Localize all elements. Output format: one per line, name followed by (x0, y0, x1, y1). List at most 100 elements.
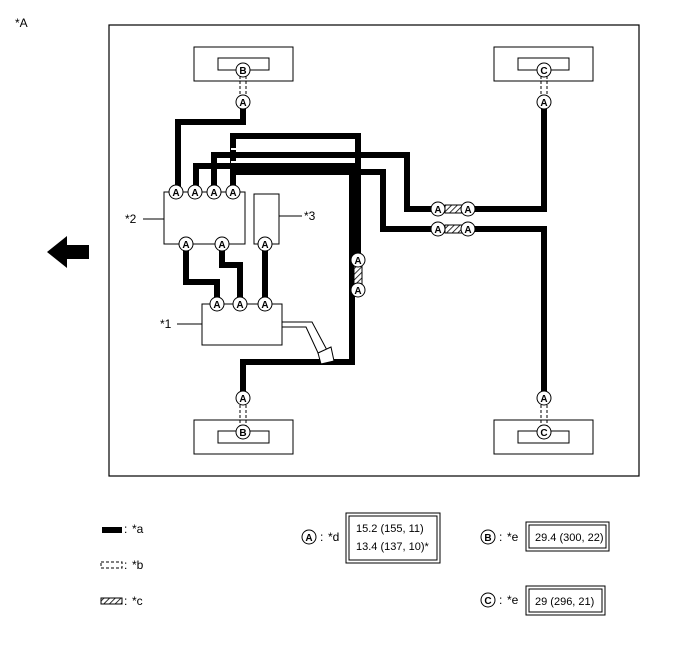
connector-a: A (232, 296, 248, 312)
svg-text:C: C (540, 428, 547, 439)
diagram-frame (108, 24, 640, 477)
connector-c: C (536, 62, 552, 78)
connector-a: A (536, 94, 552, 110)
svg-text:A: A (191, 188, 198, 199)
svg-text:*a: *a (132, 522, 144, 536)
spec-c-key: *e (507, 593, 519, 607)
connector-a: A (168, 184, 184, 200)
proportioning-valve (253, 193, 280, 245)
spec-b: B : *e 29.4 (300, 22) (480, 521, 610, 552)
line-master-port-1 (183, 244, 220, 304)
svg-text:B: B (484, 533, 491, 544)
svg-text:A: A (464, 225, 471, 236)
flexible-hose-front-left (239, 76, 247, 96)
svg-text:A: A (434, 225, 441, 236)
connector-a: A (257, 296, 273, 312)
svg-text:A: A (354, 286, 361, 297)
svg-text:A: A (182, 240, 189, 251)
legend-item-line-b: : *b (100, 558, 144, 572)
connector-a: A (235, 94, 251, 110)
svg-text::: : (124, 594, 127, 608)
left-arrow-icon (47, 236, 89, 268)
flexible-hose-rear-left (239, 405, 247, 428)
legend: : *a : *b : *c (100, 522, 144, 608)
legend-item-line-a: : *a (102, 522, 144, 536)
hatched-pipe-upper (444, 204, 464, 214)
spec-b-value: 29.4 (300, 22) (535, 532, 604, 544)
connector-a: A (206, 184, 222, 200)
svg-text::: : (124, 522, 127, 536)
callout-part-2: *2 (125, 212, 137, 226)
callout-part-3: *3 (304, 209, 316, 223)
svg-text:A: A (172, 188, 179, 199)
connector-a: A (187, 184, 203, 200)
svg-text:A: A (229, 188, 236, 199)
brake-actuator-block (163, 191, 246, 245)
connector-a: A (430, 201, 446, 217)
spec-b-key: *e (507, 530, 519, 544)
svg-text:A: A (261, 300, 268, 311)
svg-text:A: A (305, 533, 312, 544)
legend-item-line-c: : *c (100, 594, 143, 608)
figure-label: *A (15, 16, 28, 30)
line-rear-right-from-union (468, 226, 547, 398)
callout-part-1: *1 (160, 317, 172, 331)
hatched-pipe-vertical (353, 265, 363, 285)
svg-text:A: A (261, 240, 268, 251)
svg-text:A: A (210, 188, 217, 199)
connectors-a: A A A A A A A A A A A A A A A A A A A A (168, 94, 552, 406)
spec-a: A : *d 15.2 (155, 11) 13.4 (137, 10)* (301, 512, 441, 564)
svg-text:A: A (434, 205, 441, 216)
svg-text:A: A (354, 256, 361, 267)
svg-text:C: C (540, 66, 547, 77)
svg-text:*c: *c (132, 594, 143, 608)
flexible-hose-front-right (540, 76, 548, 96)
connector-a: A (235, 390, 251, 406)
spec-a-line-2: 13.4 (137, 10)* (356, 541, 429, 553)
svg-text:A: A (540, 394, 547, 405)
connector-a: A (257, 236, 273, 252)
svg-text:C: C (484, 596, 491, 607)
svg-text:A: A (464, 205, 471, 216)
svg-text:A: A (239, 394, 246, 405)
svg-text:A: A (540, 98, 547, 109)
svg-text:A: A (213, 300, 220, 311)
line-rear-right-to-union (211, 152, 438, 212)
svg-text:B: B (239, 428, 246, 439)
line-rear-left-to-union (230, 133, 361, 260)
connector-c: C (536, 424, 552, 440)
connector-a: A (225, 184, 241, 200)
connector-a: A (350, 252, 366, 268)
svg-text::: : (499, 530, 502, 544)
spec-a-line-1: 15.2 (155, 11) (356, 523, 424, 535)
spec-a-key: *d (328, 530, 339, 544)
svg-text:A: A (236, 300, 243, 311)
connector-a: A (178, 236, 194, 252)
spec-c: C : *e 29 (296, 21) (480, 585, 606, 616)
connector-a: A (209, 296, 225, 312)
flexible-hose-rear-right (540, 405, 548, 428)
brake-lines (175, 102, 547, 398)
connector-a: A (536, 390, 552, 406)
line-front-left (175, 102, 246, 192)
svg-text:*b: *b (132, 558, 144, 572)
svg-text::: : (124, 558, 127, 572)
connector-a: A (460, 201, 476, 217)
connector-a: A (430, 221, 446, 237)
master-cylinder (201, 303, 335, 365)
svg-text::: : (320, 530, 323, 544)
connector-b: B (235, 424, 251, 440)
connector-a: A (214, 236, 230, 252)
connector-a: A (460, 221, 476, 237)
line-master-port-2 (219, 244, 243, 304)
svg-text::: : (499, 593, 502, 607)
hatched-pipe-lower (444, 224, 464, 234)
line-front-right-to-union (231, 169, 438, 232)
connector-a: A (350, 282, 366, 298)
svg-text:A: A (239, 98, 246, 109)
svg-text:A: A (218, 240, 225, 251)
svg-text:B: B (239, 66, 246, 77)
line-front-right-from-union (468, 102, 547, 212)
connector-b: B (235, 62, 251, 78)
